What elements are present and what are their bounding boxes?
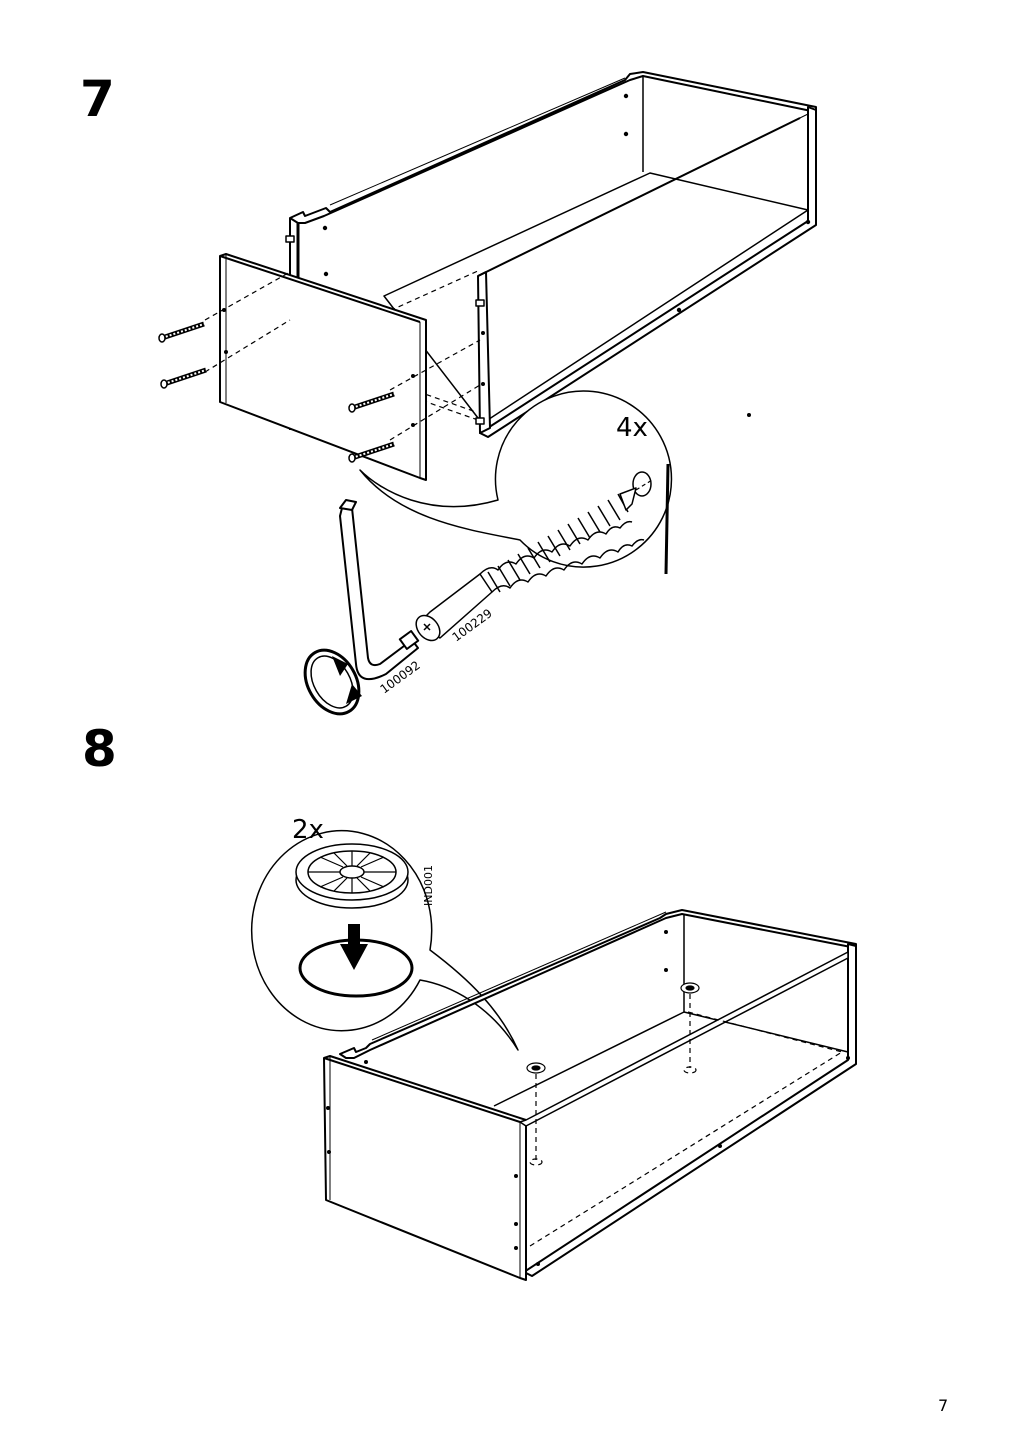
cap-detail-callout: 2x IND001 <box>250 815 519 1051</box>
callout-quantity-2x: 2x <box>292 815 324 845</box>
step-8-drawing: 2x IND001 <box>250 815 857 1281</box>
rotate-clockwise-icon <box>303 648 362 716</box>
step-7-number: 7 <box>80 70 115 128</box>
cabinet-bottom-panel <box>383 113 809 434</box>
screw-detail-callout: 4x 100229 <box>359 390 673 644</box>
step-8-number: 8 <box>82 720 117 778</box>
cabinet-front-panel <box>219 253 427 481</box>
page-number: 7 <box>938 1396 949 1415</box>
dowel-holes <box>222 93 811 427</box>
dowel-pins <box>285 235 485 425</box>
placed-caps <box>526 982 700 1074</box>
cabinet-assembled <box>323 909 857 1281</box>
callout-quantity-4x: 4x <box>616 413 648 443</box>
part-number-cap: IND001 <box>422 865 435 906</box>
confirmat-screw <box>415 487 645 642</box>
step-7-drawing: 4x 100229 100092 <box>159 71 817 716</box>
cover-cap <box>295 843 409 909</box>
hole-outline <box>298 938 414 998</box>
screw-guides <box>204 271 481 441</box>
